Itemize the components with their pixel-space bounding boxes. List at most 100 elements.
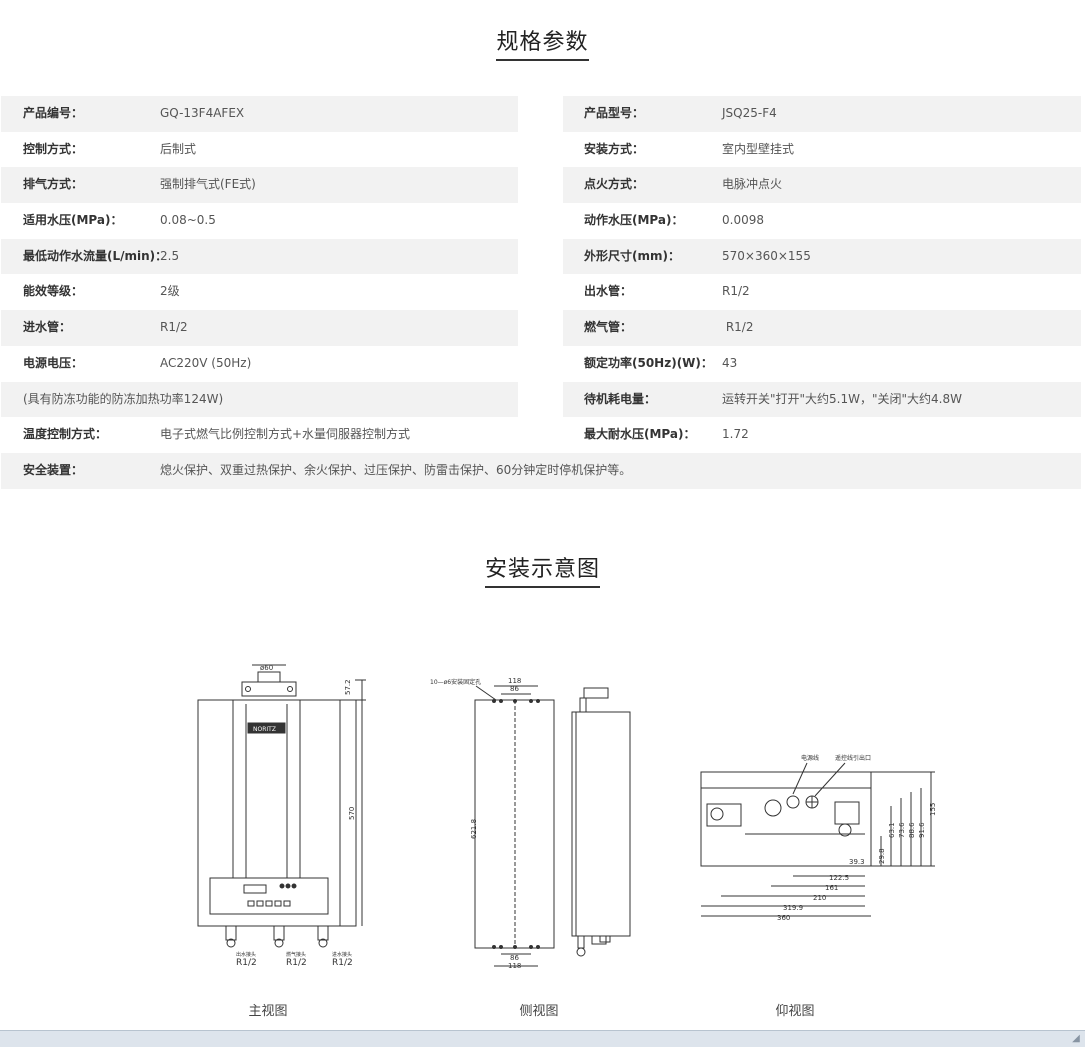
spec-label: 控制方式： <box>23 141 84 156</box>
front-view-drawing: ø60 NORITZ 57.2 570 出水接头 <box>190 660 370 972</box>
spec-label: 动作水压(MPa)： <box>584 213 684 228</box>
spec-value: 运转开关"打开"大约5.1W，"关闭"大约4.8W <box>722 391 962 406</box>
side-view-drawing: 10—ø6安装固定孔 118 86 621.8 86 118 <box>428 674 643 974</box>
spec-value: 0.0098 <box>722 213 764 228</box>
spec-row: 排气方式： 强制排气式(FE式) 点火方式： 电脉冲点火 <box>1 167 1081 204</box>
spec-label: 点火方式： <box>584 177 645 192</box>
spec-value: 570×360×155 <box>722 248 811 263</box>
row-bg-right <box>563 310 1081 346</box>
bottom-dim-v-63: 63.1 <box>888 822 896 838</box>
spec-label: 燃气管： <box>584 320 633 335</box>
side-dim-bottom-outer: 118 <box>508 962 521 970</box>
row-bg-right <box>563 238 1081 275</box>
spec-label: 电源电压： <box>23 355 84 370</box>
spec-label: 最低动作水流量(L/min)： <box>23 248 168 263</box>
spec-value: AC220V (50Hz) <box>160 355 252 370</box>
bottom-dim-v-73: 73.6 <box>898 822 906 838</box>
side-view-caption: 侧视图 <box>519 1004 559 1019</box>
spec-value: 2.5 <box>160 248 180 263</box>
spec-row: 电源电压： AC220V (50Hz) 额定功率(50Hz)(W)： 43 <box>1 346 1081 382</box>
bottom-dim-v-88: 88.6 <box>908 822 916 838</box>
front-fitting-size-gas: R1/2 <box>286 958 307 968</box>
row-bg-left <box>1 310 518 346</box>
spec-value: JSQ25-F4 <box>722 106 777 120</box>
spec-label: 产品编号： <box>23 106 84 120</box>
row-bg-left <box>1 167 518 204</box>
spec-value: 43 <box>722 355 738 370</box>
spec-row: 控制方式： 后制式 安装方式： 室内型壁挂式 <box>1 132 1081 168</box>
spec-value: 强制排气式(FE式) <box>160 177 256 192</box>
spec-row: 温度控制方式： 电子式燃气比例控制方式+水量伺服器控制方式 最大耐水压(MPa)… <box>1 417 1081 453</box>
spec-row: 最低动作水流量(L/min)： 2.5 外形尺寸(mm)： 570×360×15… <box>1 238 1081 275</box>
spec-value: 2级 <box>160 284 180 299</box>
front-dim-height: 570 <box>348 807 356 820</box>
bottom-label-power: 电源线 <box>801 754 819 762</box>
bottom-view-caption: 仰视图 <box>775 1004 815 1019</box>
row-bg-right <box>563 96 1081 132</box>
spec-row: 进水管： R1/2 燃气管： R1/2 <box>1 310 1081 346</box>
spec-label: 安装方式： <box>584 141 645 156</box>
spec-title-text: 规格参数 <box>496 24 589 61</box>
spec-row: (具有防冻功能的防冻加热功率124W) 待机耗电量： 运转开关"打开"大约5.1… <box>1 381 1081 418</box>
front-brand: NORITZ <box>253 726 276 733</box>
spec-value: 电脉冲点火 <box>722 177 783 192</box>
bottom-dim-v-29: 29.8 <box>878 848 886 864</box>
spec-row: 产品编号： GQ-13F4AFEX 产品型号： JSQ25-F4 <box>1 96 1081 132</box>
side-note: 10—ø6安装固定孔 <box>430 678 481 686</box>
spec-value: 熄火保护、双重过热保护、余火保护、过压保护、防雷击保护、60分钟定时停机保护等。 <box>160 462 632 477</box>
row-bg-right <box>563 381 1081 418</box>
spec-row: 安全装置： 熄火保护、双重过热保护、余火保护、过压保护、防雷击保护、60分钟定时… <box>1 452 1081 489</box>
row-bg-right <box>563 167 1081 204</box>
status-bar: ◢ <box>0 1030 1085 1047</box>
spec-label: 外形尺寸(mm)： <box>584 248 680 263</box>
row-bg-full <box>1 452 1081 489</box>
spec-value: GQ-13F4AFEX <box>160 106 245 120</box>
side-dim-bottom-inner: 86 <box>510 954 519 962</box>
spec-section-title: 规格参数 <box>0 24 1085 61</box>
bottom-view-drawing: 电源线 遥控线引出口 360 319.9 210 161 122.5 39.3 <box>695 746 940 926</box>
spec-value: R1/2 <box>722 320 754 335</box>
front-dim-top: ø60 <box>260 664 273 672</box>
spec-label: 最大耐水压(MPa)： <box>584 427 696 442</box>
spec-note: (具有防冻功能的防冻加热功率124W) <box>23 391 224 406</box>
front-fitting-name-inlet: 进水接头 <box>332 951 352 958</box>
bottom-dim-h-210: 210 <box>813 894 826 902</box>
bottom-dim-h-39: 39.3 <box>849 858 865 866</box>
row-bg-left <box>1 238 518 275</box>
bottom-dim-h-122: 122.5 <box>829 874 849 882</box>
spec-value: R1/2 <box>160 320 188 335</box>
spec-value: R1/2 <box>722 284 750 299</box>
spec-label: 排气方式： <box>23 177 84 192</box>
spec-value: 1.72 <box>722 427 749 442</box>
spec-label: 安全装置： <box>23 462 84 477</box>
side-dim-top-outer: 118 <box>508 677 521 685</box>
spec-value: 后制式 <box>160 141 197 156</box>
front-dim-right-top: 57.2 <box>344 679 352 695</box>
bottom-dim-h-161: 161 <box>825 884 838 892</box>
spec-label: 待机耗电量： <box>584 391 657 406</box>
front-fitting-size-inlet: R1/2 <box>332 958 353 968</box>
spec-label: 出水管： <box>584 284 633 299</box>
resize-grip-icon[interactable]: ◢ <box>1072 1033 1080 1044</box>
front-view-caption: 主视图 <box>248 1004 288 1019</box>
front-fitting-name-outlet: 出水接头 <box>236 951 256 958</box>
spec-row: 适用水压(MPa)： 0.08~0.5 动作水压(MPa)： 0.0098 <box>1 203 1081 239</box>
spec-table: 产品编号： GQ-13F4AFEX 产品型号： JSQ25-F4 控制方式： 后… <box>1 96 1081 489</box>
spec-label: 适用水压(MPa)： <box>23 213 123 228</box>
install-section-title: 安装示意图 <box>0 551 1085 588</box>
row-bg-left <box>1 96 518 132</box>
front-fitting-size-outlet: R1/2 <box>236 958 257 968</box>
bottom-dim-h-319: 319.9 <box>783 904 803 912</box>
spec-label: 产品型号： <box>584 106 645 120</box>
spec-value: 室内型壁挂式 <box>722 141 795 156</box>
row-bg-left <box>1 381 518 418</box>
front-fitting-name-gas: 燃气接头 <box>286 951 306 958</box>
spec-row: 能效等级： 2级 出水管： R1/2 <box>1 274 1081 310</box>
side-dim-height: 621.8 <box>470 819 478 839</box>
spec-label: 能效等级： <box>23 284 84 299</box>
spec-value: 电子式燃气比例控制方式+水量伺服器控制方式 <box>160 427 411 442</box>
spec-label: 温度控制方式： <box>23 427 108 442</box>
spec-value: 0.08~0.5 <box>160 213 216 228</box>
bottom-dim-h-360: 360 <box>777 914 790 922</box>
spec-label: 进水管： <box>23 320 72 335</box>
